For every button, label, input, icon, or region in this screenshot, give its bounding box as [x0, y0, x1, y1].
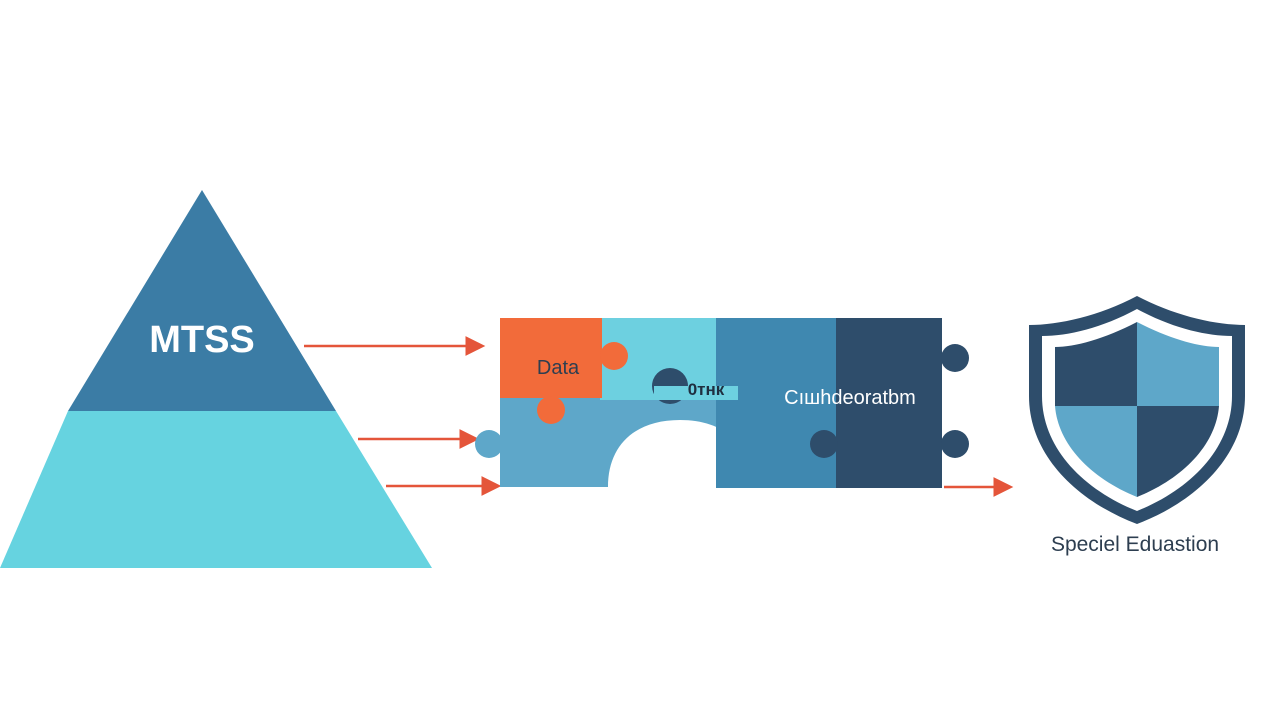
shield-quadrant-top-left	[1055, 322, 1137, 406]
shield-caption: Speciel Eduastion	[1051, 533, 1219, 556]
pyramid-top-tier	[68, 190, 336, 411]
puzzle-tab-orange-bottom	[537, 396, 565, 424]
puzzle-center-fill	[654, 386, 738, 400]
pyramid-label: MTSS	[149, 319, 255, 361]
connector-arrows	[304, 336, 1014, 497]
shield-quadrant-bottom-left	[1055, 406, 1137, 497]
pyramid-bottom-tier	[0, 411, 432, 568]
puzzle-tab-navy-top	[941, 344, 969, 372]
shield-quadrant-top-right	[1137, 322, 1219, 406]
puzzle-label-right: Cıшhdeoratbm	[784, 387, 916, 409]
puzzle-tab-navy-bottom	[941, 430, 969, 458]
puzzle-tab-navy-left	[810, 430, 838, 458]
puzzle-piece-navy	[836, 318, 942, 488]
puzzle-tab-orange-right	[600, 342, 628, 370]
puzzle-label-data: Data	[537, 357, 580, 379]
shield-icon	[1029, 296, 1245, 524]
shield-quadrant-bottom-right	[1137, 406, 1219, 497]
puzzle-piece-blue	[716, 318, 838, 488]
mtss-pyramid: MTSS	[0, 190, 432, 568]
puzzle-label-center: 0тнк	[688, 380, 725, 399]
puzzle-piece-orange	[500, 318, 602, 398]
puzzle-group: Data 0тнк Cıшhdeoratbm	[475, 318, 969, 488]
puzzle-tab-left	[475, 430, 503, 458]
